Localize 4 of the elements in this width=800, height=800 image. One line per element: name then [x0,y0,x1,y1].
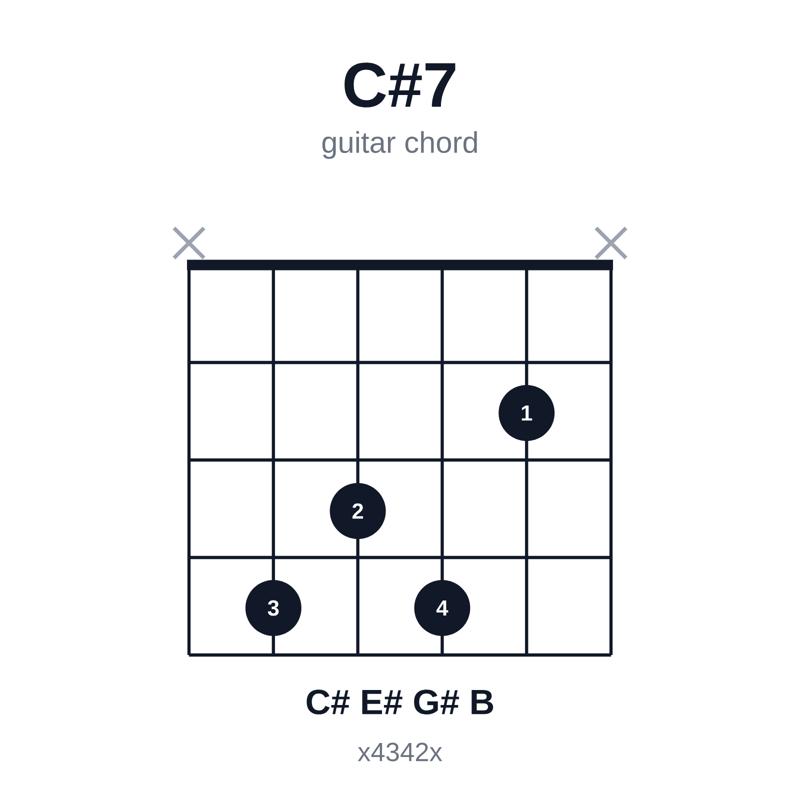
chord-notes: C# E# G# B [306,690,494,714]
chord-fingering: x4342x [358,742,442,762]
chord-subtitle: guitar chord [322,131,477,159]
chord-title: C#7 [344,62,456,108]
